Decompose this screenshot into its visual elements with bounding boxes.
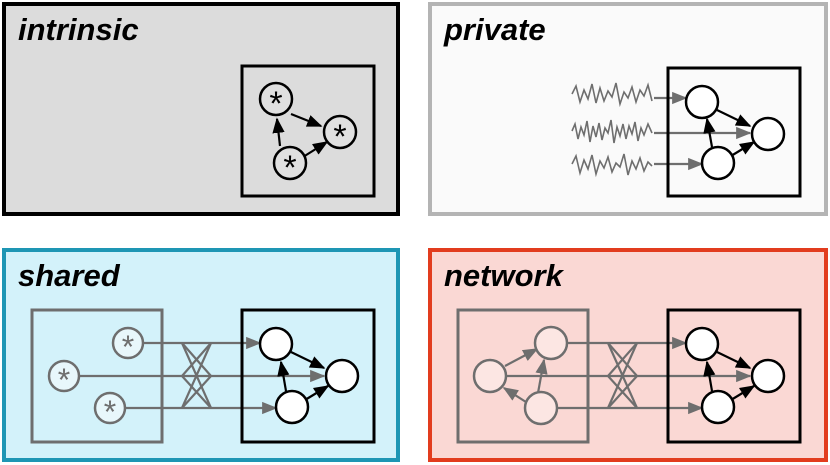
svg-text:*: * xyxy=(283,149,296,187)
asterisk-node-icon: * xyxy=(272,145,308,187)
neuron-node-icon xyxy=(472,358,508,394)
noise-trace-icon xyxy=(571,153,653,178)
neuron-node-icon xyxy=(274,389,310,425)
asterisk-node-icon: * xyxy=(47,359,81,398)
neuron-node-icon xyxy=(684,326,720,362)
neuron-node-icon xyxy=(750,358,786,394)
network-box xyxy=(666,308,802,444)
neuron-node-icon xyxy=(700,145,736,181)
svg-text:*: * xyxy=(104,394,116,430)
arrow-icon xyxy=(304,385,330,401)
arrow-icon xyxy=(716,109,752,127)
neuron-node-icon xyxy=(523,390,559,426)
neuron-node-icon xyxy=(700,389,736,425)
panel-intrinsic: * * * intrinsic xyxy=(2,2,400,216)
arrow-icon xyxy=(290,112,323,128)
neuron-node-icon xyxy=(750,116,786,152)
neuron-node-icon xyxy=(684,84,720,120)
arrow-icon xyxy=(302,141,329,158)
arrow-icon xyxy=(730,385,756,401)
neuron-node-icon xyxy=(324,358,360,394)
shared-diagram: * * * xyxy=(30,308,376,444)
asterisk-node-icon: * xyxy=(93,391,127,430)
panel-title: network xyxy=(444,258,563,293)
svg-text:*: * xyxy=(333,118,346,156)
panel-shared: * * * shared xyxy=(2,248,400,462)
network-box xyxy=(240,64,376,198)
noise-trace-icon xyxy=(571,82,653,108)
neuron-node-icon xyxy=(533,325,569,361)
arrow-icon xyxy=(716,351,752,369)
arrow-icon xyxy=(277,360,290,392)
panel-network: network xyxy=(428,248,828,462)
panel-private: private xyxy=(428,2,828,216)
network-diagram xyxy=(456,308,802,444)
svg-text:*: * xyxy=(122,329,134,365)
network-box xyxy=(240,308,376,444)
panel-title: intrinsic xyxy=(18,12,139,47)
arrow-icon xyxy=(703,117,716,148)
network-box xyxy=(666,66,802,198)
arrow-icon xyxy=(730,141,756,157)
asterisk-node-icon: * xyxy=(322,114,358,156)
arrow-icon xyxy=(502,387,527,403)
svg-text:*: * xyxy=(269,85,282,123)
private-diagram xyxy=(571,66,802,198)
svg-text:*: * xyxy=(58,362,70,398)
arrow-icon xyxy=(290,351,326,369)
panel-title: shared xyxy=(18,258,120,293)
asterisk-node-icon: * xyxy=(258,81,294,123)
asterisk-node-icon: * xyxy=(111,326,145,365)
arrow-icon xyxy=(504,348,539,367)
neuron-node-icon xyxy=(258,326,294,362)
arrow-icon xyxy=(272,117,285,147)
noise-trace-icon xyxy=(571,119,653,144)
intrinsic-diagram: * * * xyxy=(240,64,376,198)
panel-title: private xyxy=(444,12,546,47)
arrow-icon xyxy=(703,360,716,392)
